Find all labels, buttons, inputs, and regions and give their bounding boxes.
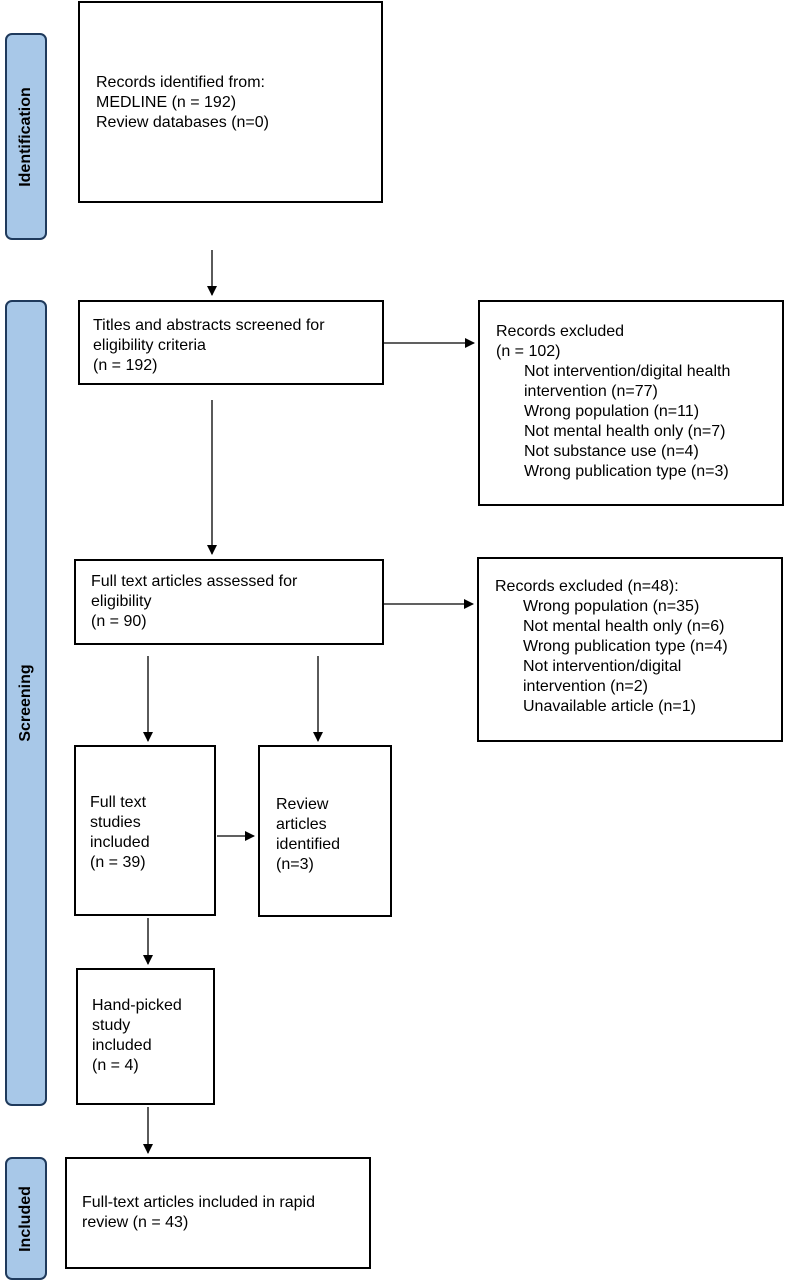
excluded1-item: Not mental health only (n=7)	[524, 423, 726, 440]
fulltext-included-line-2: studies	[90, 814, 141, 831]
handpicked-box: Hand-picked study included (n = 4)	[76, 968, 215, 1105]
fulltext-included-box: Full text studies included (n = 39)	[74, 745, 216, 916]
excluded1-item: Not intervention/digital health	[524, 363, 731, 380]
assessed-box: Full text articles assessed for eligibil…	[74, 559, 384, 645]
records-excluded-box-2: Records excluded (n=48): Wrong populatio…	[477, 557, 783, 742]
excluded1-header-1: Records excluded	[496, 323, 625, 340]
excluded2-item: Not intervention/digital	[523, 658, 682, 675]
screened-line-1: Titles and abstracts screened for	[93, 317, 325, 334]
phase-screening: Screening	[5, 300, 47, 1106]
final-included-box: Full-text articles included in rapid rev…	[65, 1157, 371, 1269]
excluded1-item: Wrong publication type (n=3)	[524, 463, 729, 480]
records-identified-box: Records identified from: MEDLINE (n = 19…	[78, 1, 383, 203]
excluded1-header-2: (n = 102)	[496, 343, 561, 360]
fulltext-included-line-3: included	[90, 834, 150, 851]
excluded2-item: Not mental health only (n=6)	[523, 618, 725, 635]
assessed-line-1: Full text articles assessed for	[91, 573, 298, 590]
review-articles-line-4: (n=3)	[276, 856, 314, 873]
screened-line-3: (n = 192)	[93, 357, 158, 374]
review-articles-line-3: identified	[276, 836, 341, 853]
records-excluded-box-1: Records excluded (n = 102) Not intervent…	[478, 300, 784, 506]
review-articles-line-1: Review	[276, 796, 329, 813]
excluded2-header: Records excluded (n=48):	[495, 578, 679, 595]
excluded2-item: Wrong population (n=35)	[523, 598, 700, 615]
final-included-line-1: Full-text articles included in rapid	[82, 1194, 315, 1211]
excluded2-item: intervention (n=2)	[523, 678, 648, 695]
review-articles-box: Review articles identified (n=3)	[258, 745, 392, 917]
review-articles-line-2: articles	[276, 816, 327, 833]
screened-box: Titles and abstracts screened for eligib…	[78, 300, 384, 385]
fulltext-included-line-1: Full text	[90, 794, 147, 811]
final-included-line-2: review (n = 43)	[82, 1214, 189, 1231]
records-identified-line-3: Review databases (n=0)	[96, 114, 269, 131]
handpicked-line-3: included	[92, 1037, 152, 1054]
excluded1-item: Wrong population (n=11)	[524, 403, 700, 420]
assessed-line-3: (n = 90)	[91, 613, 147, 630]
handpicked-line-2: study	[92, 1017, 131, 1034]
excluded1-item: intervention (n=77)	[524, 383, 658, 400]
records-identified-line-2: MEDLINE (n = 192)	[96, 94, 237, 111]
handpicked-line-4: (n = 4)	[92, 1057, 139, 1074]
phase-included: Included	[5, 1157, 47, 1280]
excluded1-item: Not substance use (n=4)	[524, 443, 699, 460]
phase-identification: Identification	[5, 33, 47, 240]
handpicked-line-1: Hand-picked	[92, 997, 182, 1014]
excluded2-item: Unavailable article (n=1)	[523, 698, 696, 715]
screened-line-2: eligibility criteria	[93, 337, 206, 354]
fulltext-included-line-4: (n = 39)	[90, 854, 146, 871]
assessed-line-2: eligibility	[91, 593, 152, 610]
excluded2-item: Wrong publication type (n=4)	[523, 638, 728, 655]
records-identified-line-1: Records identified from:	[96, 74, 265, 91]
